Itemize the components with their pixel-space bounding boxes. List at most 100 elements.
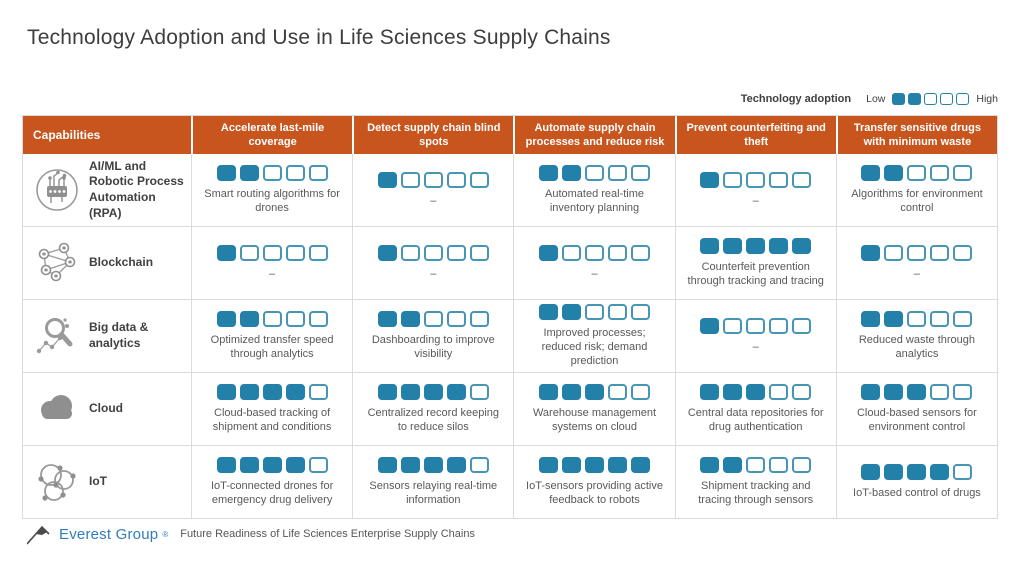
rating-square-filled — [723, 383, 743, 400]
rating-square-empty — [469, 310, 489, 327]
rating-square-filled — [285, 383, 305, 400]
rating-square-empty — [608, 164, 627, 181]
rating-square-empty — [469, 383, 489, 400]
rating-square-empty — [446, 310, 466, 327]
rating-square-filled — [377, 383, 397, 400]
rating-square-filled — [884, 383, 904, 400]
rating-scale — [700, 171, 812, 188]
rating-square-empty — [308, 383, 328, 400]
rating-note: Algorithms for environment control — [851, 187, 983, 214]
rating-square-empty — [308, 164, 328, 181]
rating-note: Improved processes; reduced risk; demand… — [541, 326, 648, 368]
rating-square-empty — [723, 171, 743, 188]
rating-note: Cloud-based tracking of shipment and con… — [212, 406, 332, 433]
header-row: Capabilities Accelerate last-mile covera… — [23, 116, 998, 154]
rating-cell: – — [835, 227, 997, 299]
rating-square-empty — [907, 164, 927, 181]
legend-low-label: Low — [866, 93, 886, 105]
rating-cell: Optimized transfer speed through analyti… — [191, 300, 352, 372]
rating-square-filled — [700, 456, 720, 473]
rating-note: IoT-sensors providing active feedback to… — [526, 479, 663, 506]
rating-scale — [377, 244, 489, 261]
rating-square-filled — [377, 456, 397, 473]
rating-square-empty — [953, 383, 973, 400]
rating-note: – — [591, 267, 598, 280]
rating-note: – — [430, 194, 437, 207]
everest-mountain-icon — [27, 525, 50, 545]
rating-square-filled — [907, 383, 927, 400]
capability-cell: Big data & analytics — [23, 300, 191, 372]
rating-square-empty — [308, 244, 328, 261]
footer: Everest Group® Future Readiness of Life … — [27, 523, 475, 545]
column-header: Accelerate last-mile coverage — [191, 116, 353, 154]
rating-square-filled — [446, 456, 466, 473]
rating-square-filled — [861, 463, 881, 480]
rating-note: Shipment tracking and tracing through se… — [698, 479, 814, 506]
rating-square-filled — [792, 237, 812, 254]
rating-square-filled — [884, 463, 904, 480]
table-body: AI/ML and Robotic Process Automation (RP… — [23, 154, 997, 518]
rating-square-filled — [423, 383, 443, 400]
big-data-analytics-icon — [34, 313, 80, 359]
capability-cell: Blockchain — [23, 227, 191, 299]
rating-scale — [861, 463, 973, 480]
rating-square-filled — [539, 303, 558, 320]
rating-square-empty — [400, 244, 420, 261]
rating-square-empty — [792, 383, 812, 400]
rating-cell: IoT-based control of drugs — [835, 446, 997, 518]
rating-note: Automated real-time inventory planning — [544, 187, 645, 214]
ai-chip-icon — [34, 167, 80, 213]
rating-note: Sensors relaying real-time information — [369, 479, 498, 506]
rating-square-filled — [216, 244, 236, 261]
rating-cell: Central data repositories for drug authe… — [674, 373, 836, 445]
rating-square-empty — [585, 244, 604, 261]
rating-scale — [377, 456, 489, 473]
everest-group-logo-text: Everest Group — [59, 525, 159, 543]
rating-cell: Reduced waste through analytics — [835, 300, 997, 372]
rating-square-empty — [400, 171, 420, 188]
rating-note: – — [752, 194, 759, 207]
rating-square-filled — [239, 383, 259, 400]
rating-scale — [861, 244, 973, 261]
rating-scale — [216, 383, 328, 400]
rating-cell: Algorithms for environment control — [835, 154, 997, 226]
rating-square-filled — [746, 383, 766, 400]
rating-square-filled — [700, 317, 720, 334]
rating-square-filled — [861, 383, 881, 400]
rating-cell: Smart routing algorithms for drones — [191, 154, 352, 226]
rating-cell: – — [513, 227, 674, 299]
rating-square-empty — [746, 171, 766, 188]
rating-square-filled — [884, 310, 904, 327]
rating-cell: IoT-connected drones for emergency drug … — [191, 446, 352, 518]
rating-square-filled — [262, 456, 282, 473]
rating-scale — [216, 456, 328, 473]
rating-square-empty — [769, 383, 789, 400]
rating-scale — [861, 310, 973, 327]
column-header: Automate supply chain processes and redu… — [513, 116, 675, 154]
rating-square-empty — [746, 456, 766, 473]
rating-note: – — [913, 267, 920, 280]
rating-square-empty — [469, 171, 489, 188]
rating-square-filled — [861, 244, 881, 261]
rating-square-empty — [608, 244, 627, 261]
rating-square-empty — [930, 244, 950, 261]
rating-square-filled — [700, 237, 720, 254]
legend-square-empty — [956, 93, 970, 105]
rating-square-empty — [953, 463, 973, 480]
rating-cell: Counterfeit prevention through tracking … — [674, 227, 836, 299]
rating-cell: Centralized record keeping to reduce sil… — [352, 373, 513, 445]
capability-label: Big data & analytics — [89, 320, 149, 350]
rating-note: Counterfeit prevention through tracking … — [687, 260, 824, 287]
rating-square-filled — [539, 383, 558, 400]
rating-cell: Automated real-time inventory planning — [513, 154, 674, 226]
rating-square-empty — [746, 317, 766, 334]
rating-square-filled — [400, 456, 420, 473]
rating-scale — [216, 164, 328, 181]
rating-scale — [539, 164, 650, 181]
rating-square-filled — [239, 456, 259, 473]
rating-note: Dashboarding to improve visibility — [371, 333, 495, 360]
rating-square-empty — [769, 317, 789, 334]
rating-cell: Dashboarding to improve visibility — [352, 300, 513, 372]
rating-square-empty — [930, 310, 950, 327]
rating-square-filled — [562, 303, 581, 320]
